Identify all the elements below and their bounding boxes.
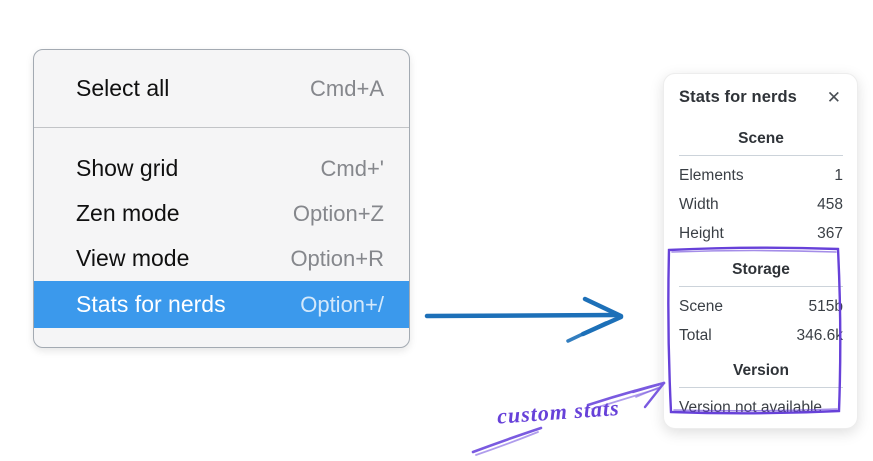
stat-label: Total <box>679 327 712 344</box>
divider <box>679 286 843 287</box>
menu-item-label: View mode <box>76 245 190 271</box>
menu-item-shortcut: Option+/ <box>300 291 384 317</box>
annotation-text: custom stats <box>496 395 621 429</box>
stat-label: Elements <box>679 167 744 184</box>
menu-item-show-grid[interactable]: Show grid Cmd+' <box>34 146 409 191</box>
section-heading-version: Version <box>733 362 789 379</box>
menu-item-select-all[interactable]: Select all Cmd+A <box>34 50 409 127</box>
stat-value: 367 <box>817 225 843 242</box>
menu-item-label: Stats for nerds <box>76 291 226 317</box>
stats-panel-title: Stats for nerds <box>679 88 797 106</box>
stats-panel-header: Stats for nerds ✕ <box>679 87 843 108</box>
stat-row-height: Height 367 <box>679 219 843 248</box>
close-icon[interactable]: ✕ <box>826 88 841 107</box>
menu-item-shortcut: Cmd+' <box>320 155 385 181</box>
menu-item-zen-mode[interactable]: Zen mode Option+Z <box>34 191 409 236</box>
stat-row-width: Width 458 <box>679 190 843 219</box>
menu-item-shortcut: Option+R <box>290 245 384 271</box>
section-heading-storage: Storage <box>732 261 790 278</box>
context-menu: Select all Cmd+A Show grid Cmd+' Zen mod… <box>33 49 410 348</box>
menu-item-shortcut: Option+Z <box>292 200 384 226</box>
stat-row-scene-storage: Scene 515b <box>679 292 843 321</box>
menu-item-label: Show grid <box>76 155 179 181</box>
stat-row-elements: Elements 1 <box>679 161 843 190</box>
version-note: Version not available <box>679 399 823 416</box>
stat-label: Scene <box>679 298 723 315</box>
menu-item-view-mode[interactable]: View mode Option+R <box>34 236 409 281</box>
menu-divider <box>34 127 409 128</box>
stat-label: Height <box>679 225 724 242</box>
purple-arrow <box>471 381 666 456</box>
menu-item-shortcut: Cmd+A <box>310 75 384 101</box>
stat-value: 1 <box>834 167 843 184</box>
divider <box>679 387 843 388</box>
blue-arrow <box>424 296 624 343</box>
stat-value: 515b <box>808 298 843 315</box>
stat-value: 346.6k <box>796 327 843 344</box>
stat-label: Width <box>679 196 719 213</box>
stats-panel: Stats for nerds ✕ Scene Elements 1 Width… <box>663 73 858 429</box>
divider <box>679 155 843 156</box>
stat-row-total-storage: Total 346.6k <box>679 321 843 350</box>
section-heading-scene: Scene <box>738 130 784 147</box>
stat-value: 458 <box>817 196 843 213</box>
menu-item-label: Select all <box>76 75 170 101</box>
menu-item-stats-for-nerds[interactable]: Stats for nerds Option+/ <box>34 281 409 328</box>
menu-spacer <box>34 128 409 146</box>
menu-item-label: Zen mode <box>76 200 180 226</box>
